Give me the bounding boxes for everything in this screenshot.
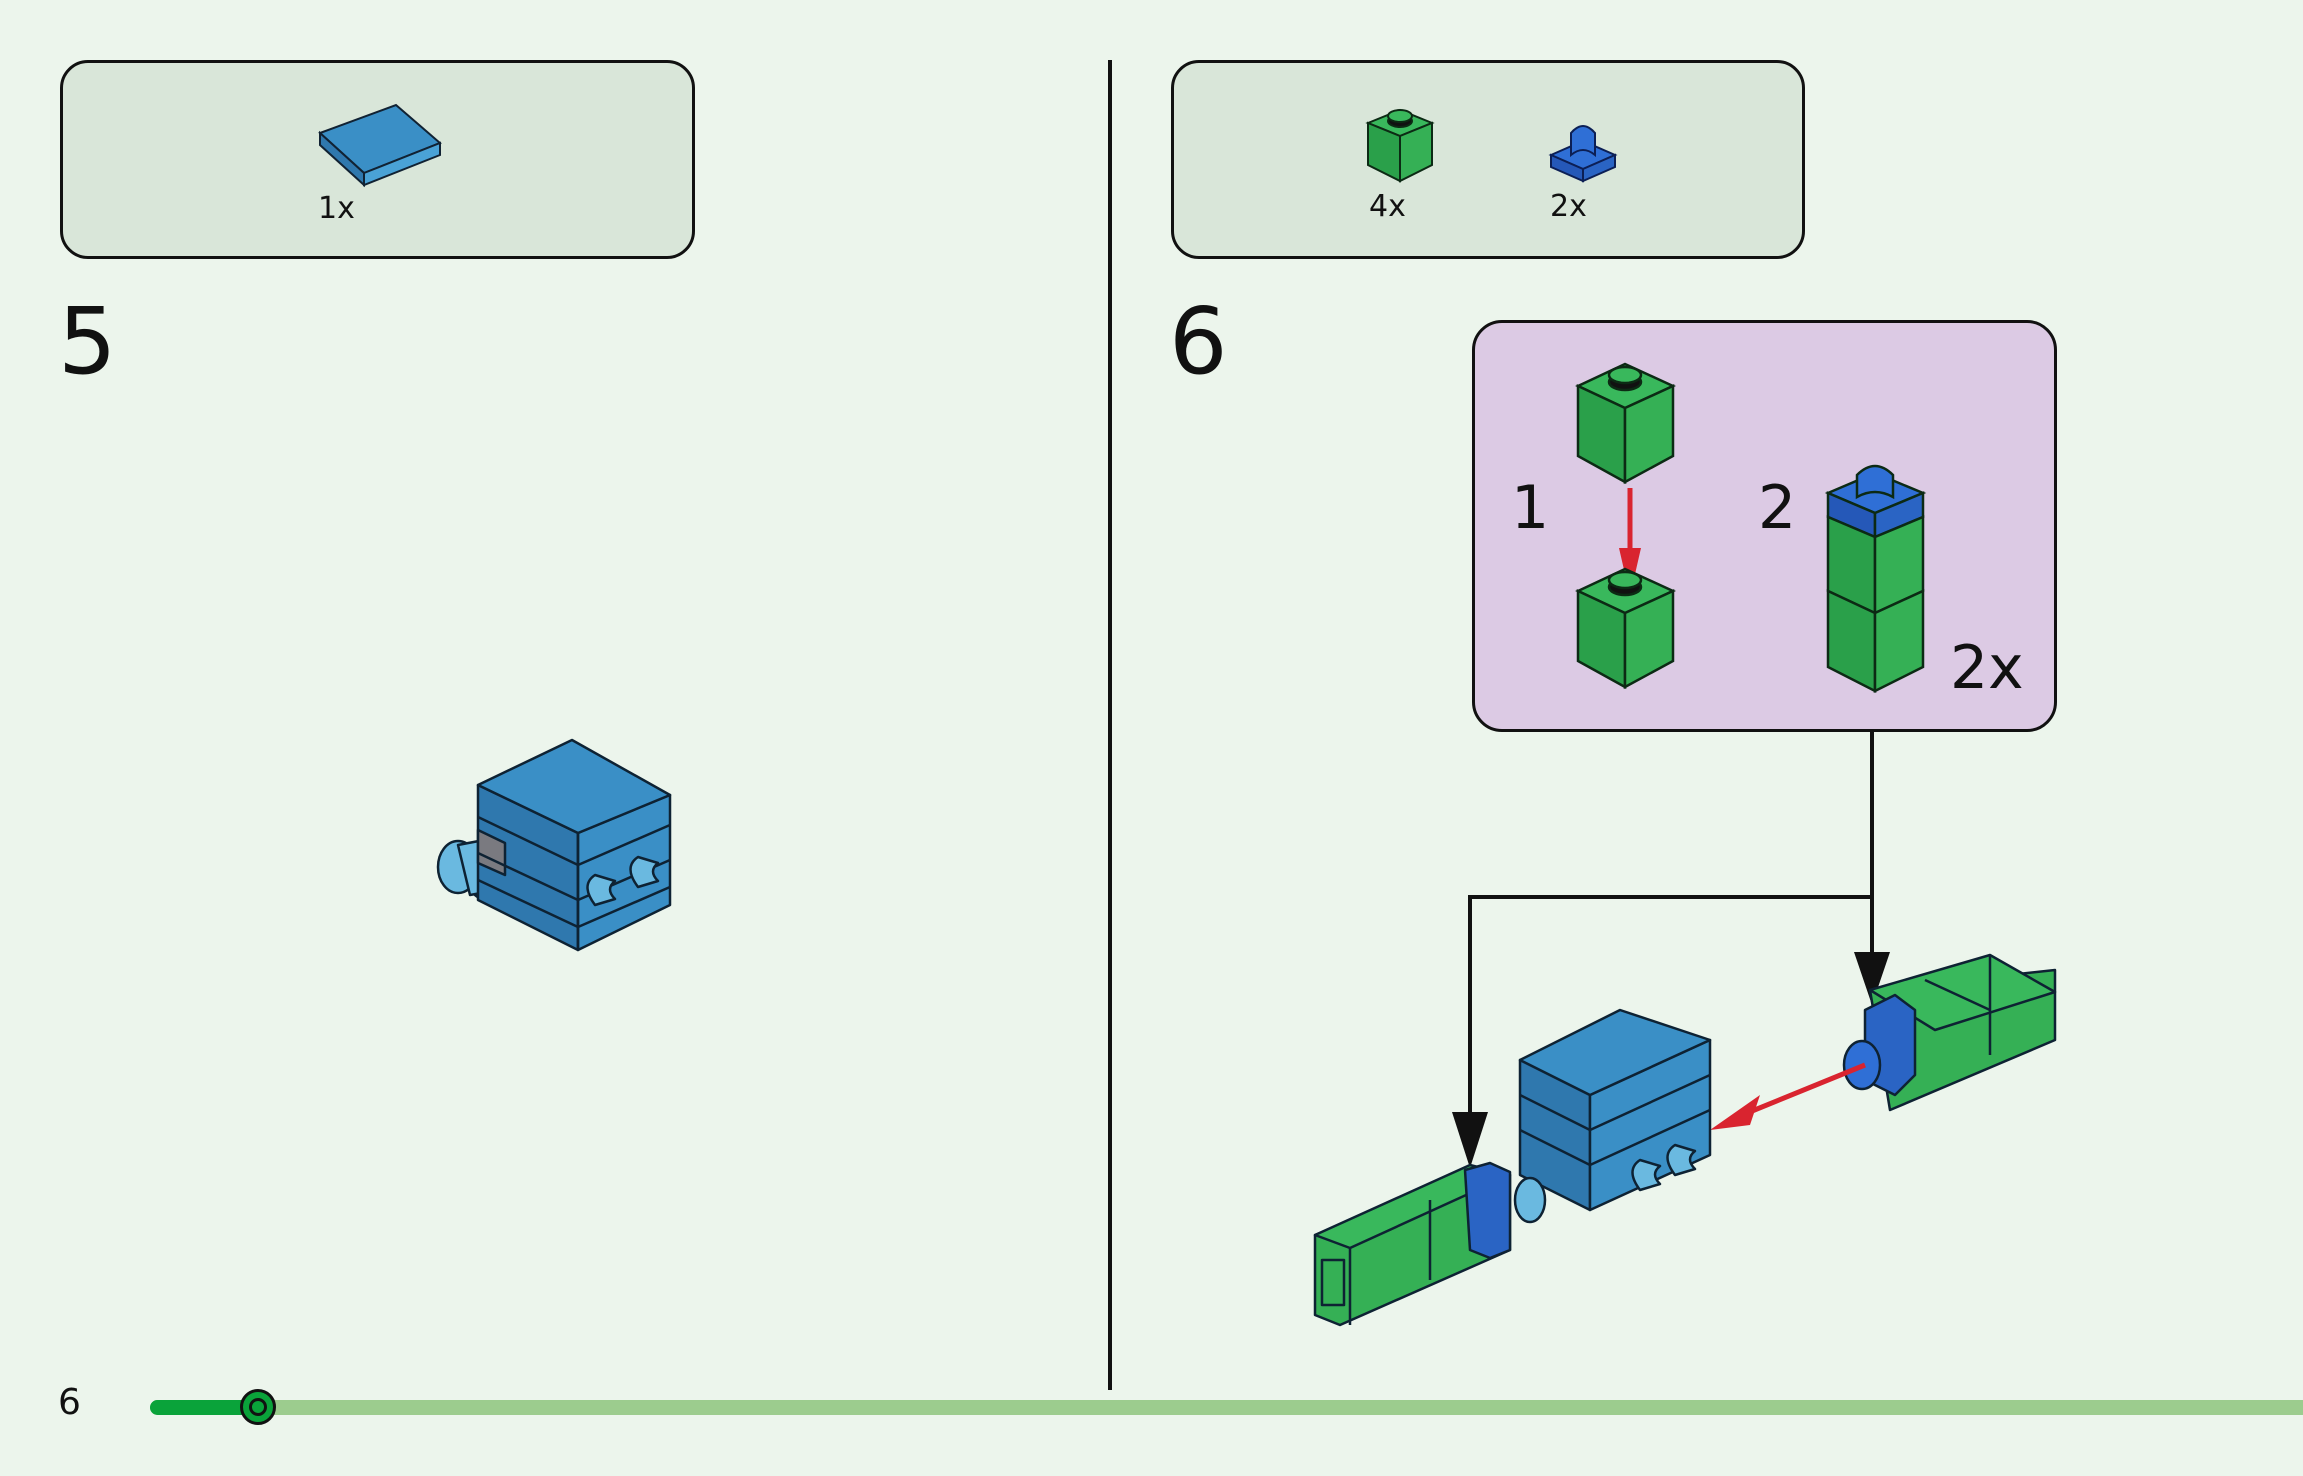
step-number: 6 [1169, 288, 1228, 395]
progress-knob[interactable] [239, 1389, 276, 1425]
part-quantity: 4x [1369, 189, 1406, 224]
parts-box-step-6: 4x 2x [1171, 60, 1805, 259]
subassembly-callout: 1 2 2x [1472, 320, 2057, 732]
substep-number: 1 [1511, 473, 1550, 543]
step-6-model-illustration [1313, 953, 2057, 1327]
page-divider [1108, 60, 1112, 1390]
step-number: 5 [58, 288, 117, 395]
green-brick-icon [1575, 362, 1677, 485]
substep-number: 2 [1758, 473, 1797, 543]
progress-track [150, 1400, 2303, 1415]
step-5-model-illustration [436, 738, 672, 952]
blue-tile-2x2-icon [318, 103, 442, 188]
down-arrow-icon [1854, 952, 1890, 1005]
green-brick-icon [1575, 567, 1677, 690]
callout-multiplier: 2x [1950, 633, 2024, 703]
parts-box-step-5: 1x [60, 60, 695, 259]
page-number: 6 [58, 1382, 81, 1423]
progress-fill [150, 1400, 258, 1415]
green-brick-1x1-icon [1365, 108, 1435, 183]
part-quantity: 2x [1550, 189, 1587, 224]
down-arrow-icon [1452, 1112, 1488, 1168]
blue-clip-plate-icon [1548, 125, 1618, 183]
part-quantity: 1x [318, 191, 355, 226]
stacked-bricks-with-clip-icon [1824, 464, 1927, 694]
